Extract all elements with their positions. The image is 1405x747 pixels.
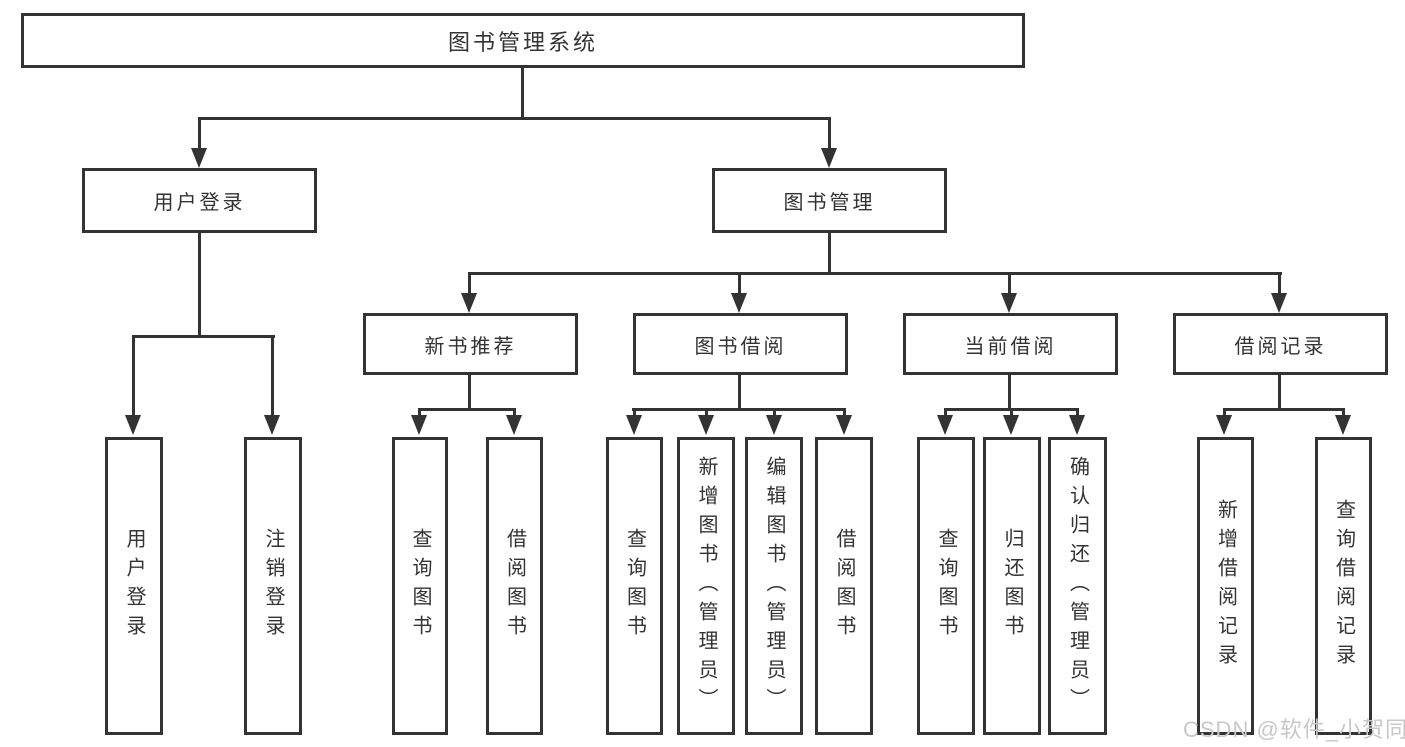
node-book-management: 图书管理 xyxy=(712,168,947,233)
connector-arrow-down xyxy=(836,408,852,435)
connector-arrow-down xyxy=(1001,272,1017,313)
connector-line xyxy=(198,117,830,120)
connector-arrow-down xyxy=(698,408,714,435)
connector-arrow-down xyxy=(1069,408,1085,435)
connector-line xyxy=(828,233,831,275)
connector-arrow-down xyxy=(411,408,427,435)
connector-arrow-down xyxy=(506,408,522,435)
leaf-user-login: 用户登录 xyxy=(105,437,163,735)
node-new-book-recommend: 新书推荐 xyxy=(363,313,578,375)
connector-arrow-down xyxy=(937,408,953,435)
connector-line xyxy=(198,233,201,338)
connector-line xyxy=(632,408,846,411)
node-library-system: 图书管理系统 xyxy=(21,13,1025,68)
connector-line xyxy=(468,375,471,411)
connector-arrow-down xyxy=(191,117,207,168)
leaf-newbooks-query-books: 查询图书 xyxy=(392,437,448,735)
leaf-borrowing-edit-book-admin: 编辑图书（管理员） xyxy=(745,437,803,735)
connector-line xyxy=(1278,375,1281,411)
connector-arrow-down xyxy=(821,117,837,168)
leaf-current-confirm-return-admin: 确认归还（管理员） xyxy=(1048,437,1107,735)
connector-arrow-down xyxy=(461,272,477,313)
connector-arrow-down xyxy=(1216,408,1232,435)
connector-line xyxy=(468,272,1282,275)
connector-arrow-down xyxy=(264,335,280,435)
leaf-current-return-books: 归还图书 xyxy=(983,437,1041,735)
connector-arrow-down xyxy=(766,408,782,435)
leaf-current-query-books: 查询图书 xyxy=(917,437,975,735)
leaf-records-add-record: 新增借阅记录 xyxy=(1197,437,1254,735)
connector-arrow-down xyxy=(1335,408,1351,435)
connector-line xyxy=(521,68,524,120)
watermark: CSDN @软件_小贺同学 xyxy=(1183,717,1405,742)
connector-line xyxy=(418,408,516,411)
connector-arrow-down xyxy=(1003,408,1019,435)
node-book-borrowing: 图书借阅 xyxy=(633,313,848,375)
leaf-newbooks-borrow-books: 借阅图书 xyxy=(486,437,543,735)
connector-line xyxy=(1223,408,1345,411)
node-user-login: 用户登录 xyxy=(82,168,317,233)
connector-line xyxy=(1008,375,1011,411)
connector-arrow-down xyxy=(626,408,642,435)
leaf-borrowing-add-book-admin: 新增图书（管理员） xyxy=(677,437,735,735)
connector-arrow-down xyxy=(731,272,747,313)
node-borrow-records: 借阅记录 xyxy=(1173,313,1388,375)
connector-arrow-down xyxy=(1271,272,1287,313)
connector-line xyxy=(132,335,275,338)
connector-line xyxy=(738,375,741,411)
leaf-logout: 注销登录 xyxy=(244,437,302,735)
node-current-borrowing: 当前借阅 xyxy=(903,313,1118,375)
leaf-records-query-record: 查询借阅记录 xyxy=(1315,437,1372,735)
connector-arrow-down xyxy=(125,335,141,435)
leaf-borrowing-query-books: 查询图书 xyxy=(606,437,663,735)
leaf-borrowing-borrow-books: 借阅图书 xyxy=(815,437,873,735)
